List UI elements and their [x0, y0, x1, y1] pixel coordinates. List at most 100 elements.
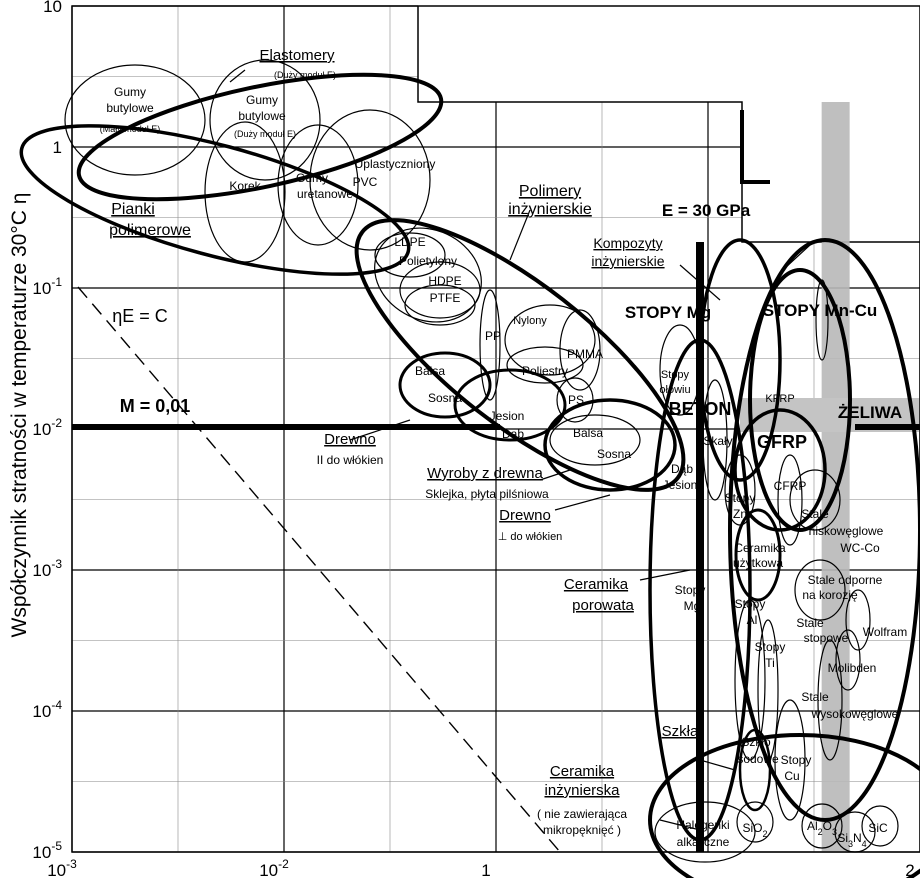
jesion-dab-bubble	[453, 368, 567, 442]
label-ceramika_uz_2: użytkowa	[733, 556, 783, 570]
label-ptfe: PTFE	[430, 291, 461, 305]
stopy-ti-bubble	[757, 619, 779, 761]
label-pianki_1: Pianki	[111, 201, 155, 218]
y-tick-label-base: 10	[43, 0, 62, 16]
label-gumy_butylowe_1_sub: (Mały moduł E)	[100, 124, 161, 134]
label-stopy_al_2: Al	[747, 613, 758, 627]
label-drewno_par: Drewno	[324, 431, 376, 448]
gumy-butylowe-small-bubble	[64, 64, 206, 176]
leader-line	[229, 69, 246, 83]
label-szkla: Szkła	[662, 723, 699, 740]
label-si3n4-part: 4	[862, 839, 867, 849]
x-tick-label-base: 1	[481, 861, 490, 878]
kompozyty-bubble	[728, 238, 920, 822]
leader-line	[679, 264, 721, 301]
label-zeliwa: ŻELIWA	[838, 403, 902, 422]
label-stopy_olowiu_2: ołowiu	[659, 384, 690, 396]
label-hdpe: HDPE	[428, 274, 461, 288]
label-pmma: PMMA	[567, 347, 603, 361]
label-ceramika_inz_3: ( nie zawierająca	[537, 807, 627, 821]
label-kompozyty_2: inżynierskie	[591, 253, 664, 269]
y-tick-label: 10-2	[32, 416, 62, 439]
label-m-const: M = 0,01	[120, 396, 191, 416]
label-stale_nisko_1: Stale	[801, 507, 829, 521]
label-gfrp: GFRP	[757, 432, 807, 452]
y-tick-label-base: 10	[32, 702, 51, 721]
x-tick-label-base: 10	[47, 861, 66, 878]
leader-line	[509, 209, 531, 261]
leader-line	[784, 244, 811, 269]
leader-line	[699, 759, 736, 771]
sio2-bubble	[736, 801, 774, 843]
label-stopy_zn_1: Stopy	[725, 491, 756, 505]
label-szklo_2: sodowe	[737, 752, 779, 766]
label-stopy_olowiu_1: Stopy	[661, 369, 690, 381]
label-ceramika_uz_1: Ceramika	[734, 541, 786, 555]
y-tick-label-exp: -2	[51, 416, 62, 430]
stale-nisko-bubble	[789, 469, 841, 531]
label-ceramika_por_1: Ceramika	[564, 576, 629, 593]
y-tick-label-exp: -1	[51, 275, 62, 289]
stopy-cu-bubble	[774, 699, 806, 821]
x-tick-label: 1	[481, 861, 490, 878]
label-ceramika_inz_4: mikropęknięć )	[543, 823, 621, 837]
label-skaly: Skały	[703, 434, 732, 448]
y-tick-label-exp: -3	[51, 557, 62, 571]
y-tick-label-base: 10	[32, 420, 51, 439]
y-tick-label-base: 1	[53, 138, 62, 157]
pp-bubble	[479, 289, 501, 401]
label-stopy_mncu: STOPY Mn-Cu	[763, 301, 878, 320]
label-drewno_par_sub: II do włókien	[317, 453, 384, 467]
leader-line	[539, 469, 571, 481]
polimery-bubble	[354, 218, 686, 492]
label-jesion_2: Jesion	[663, 478, 698, 492]
label-si3n4: Si3N4	[837, 831, 866, 849]
label-cfrp: CFRP	[774, 479, 807, 493]
plot-frame	[71, 5, 920, 853]
label-stopy_mg_1: Stopy	[675, 583, 706, 597]
label-korek: Korek	[229, 179, 261, 193]
y-tick-label: 10-5	[32, 839, 62, 862]
label-si3n4-part: 3	[848, 839, 853, 849]
wolfram-bubble	[845, 589, 871, 651]
label-stopy_ti_2: Ti	[765, 656, 775, 670]
balsa-sosna-bubble	[398, 351, 492, 419]
ceramika-inz-bubble	[648, 733, 920, 878]
gumy-butylowe-big-bubble	[209, 59, 321, 181]
y-tick-label-base: 10	[32, 279, 51, 298]
y-tick-label-base: 10	[32, 561, 51, 580]
y-tick-label-base: 10	[32, 843, 51, 862]
label-wcco: WC-Co	[840, 541, 880, 555]
label-drewno_perp_sub: ⊥ do włókien	[498, 531, 563, 543]
label-si3n4-part: N	[853, 831, 862, 845]
ldpe-bubble	[374, 232, 446, 278]
pmma-bubble	[559, 309, 601, 391]
stopy-al-bubble	[734, 599, 766, 761]
label-drewno_perp: Drewno	[499, 507, 551, 524]
poliestry-bubble	[506, 346, 584, 384]
x-tick-label-base: 10	[259, 861, 278, 878]
label-balsa_2: Balsa	[573, 426, 603, 440]
sic-bubble	[861, 805, 899, 847]
label-stopy_mg_big: STOPY Mg	[625, 303, 711, 322]
gumy-uretanowe-bubble	[277, 124, 359, 246]
label-ceramika_inz_1: Ceramika	[550, 763, 615, 780]
x-tick-label-base: 2	[905, 861, 914, 878]
stale-wys-bubble	[817, 639, 843, 761]
al2o3-bubble	[801, 803, 843, 849]
label-stopy_cu_1: Stopy	[781, 753, 812, 767]
label-gumy_butylowe_2_sub: (Duży moduł E)	[234, 129, 296, 139]
bracket-mark	[740, 110, 770, 184]
leader-line	[349, 419, 411, 441]
label-stopy_mg_2: Mg	[684, 599, 701, 613]
y-tick-label-exp: -5	[51, 839, 62, 853]
empty-region-mask	[418, 0, 920, 242]
nylony-bubble	[504, 304, 596, 376]
label-elastomery_sub: (Duży moduł E)	[274, 70, 336, 80]
y-tick-label: 10-1	[32, 275, 62, 298]
cfrp-bubble	[777, 454, 803, 546]
ceramika-uzytkowa-bubble	[734, 508, 782, 602]
label-al2o3-part: Al	[807, 819, 818, 833]
label-nylony: Nylony	[513, 315, 547, 327]
